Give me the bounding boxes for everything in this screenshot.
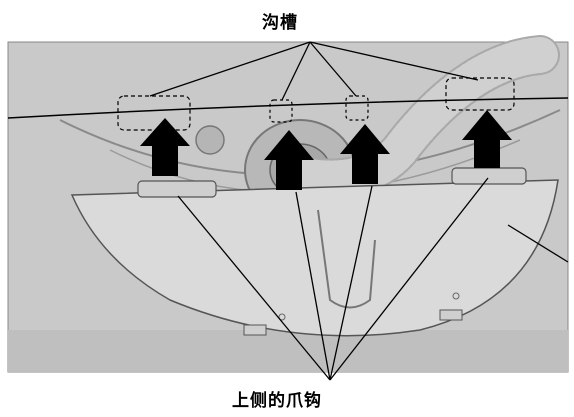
right-callout-line bbox=[507, 224, 569, 263]
arrow-up-3 bbox=[340, 124, 390, 184]
groove-box-4 bbox=[445, 77, 515, 111]
top-leader-lines bbox=[149, 41, 479, 101]
groove-box-1 bbox=[117, 95, 191, 131]
screw-boss-left bbox=[195, 125, 225, 155]
bottom-leader-lines bbox=[177, 177, 489, 381]
bottom-tab-left bbox=[243, 324, 267, 336]
arrow-up-4 bbox=[462, 110, 512, 168]
groove-label: 沟槽 bbox=[262, 13, 298, 33]
arrows bbox=[140, 110, 512, 190]
groove-reference-line bbox=[7, 97, 569, 119]
cover-hole-left bbox=[278, 313, 286, 321]
hook-right bbox=[451, 167, 527, 185]
groove-box-3 bbox=[345, 95, 369, 121]
bottom-tab-right bbox=[439, 309, 463, 321]
floor-area bbox=[8, 330, 568, 372]
arrow-up-2 bbox=[264, 130, 314, 190]
cover-hole-right bbox=[452, 292, 460, 300]
upper-hooks-label: 上侧的爪钩 bbox=[232, 391, 322, 411]
hook-left bbox=[137, 180, 217, 198]
cover-slot bbox=[317, 209, 376, 309]
groove-box-2 bbox=[269, 99, 293, 123]
arrow-up-1 bbox=[140, 118, 190, 176]
drain-hose-ribs bbox=[282, 37, 558, 197]
